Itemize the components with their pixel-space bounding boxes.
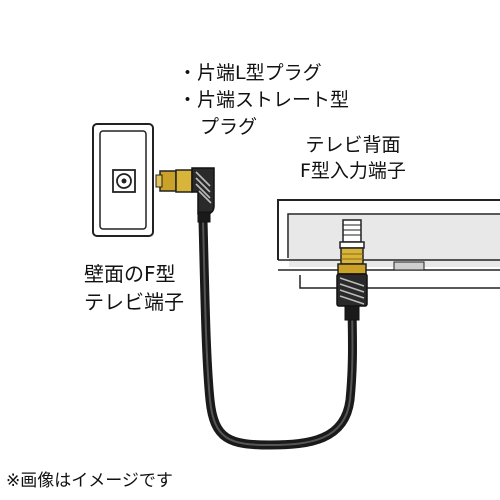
l-shaped-plug-icon	[155, 167, 215, 223]
tv-port-label-line2: F型入力端子	[300, 160, 406, 182]
wall-plate	[92, 123, 154, 237]
wall-port-label-line1: 壁面のF型	[84, 262, 176, 286]
tv-f-input-port-icon	[339, 219, 365, 249]
plug-type-labels: ・片端L型プラグ ・片端ストレート型 プラグ	[178, 60, 349, 141]
tv-back-panel	[277, 199, 500, 289]
plug-type-straight: ・片端ストレート型	[178, 89, 350, 111]
straight-plug-icon	[336, 247, 368, 321]
image-disclaimer: ※画像はイメージです	[6, 471, 173, 491]
tv-port-label-line1: テレビ背面	[305, 134, 401, 156]
wall-port-label: 壁面のF型 テレビ端子	[84, 260, 184, 316]
tv-port-label: テレビ背面 F型入力端子	[300, 132, 406, 184]
plug-type-l-shaped: ・片端L型プラグ	[178, 62, 322, 84]
plug-type-straight-cont: プラグ	[200, 116, 258, 138]
wall-port-label-line2: テレビ端子	[84, 290, 184, 314]
wall-f-port-icon	[112, 169, 136, 193]
